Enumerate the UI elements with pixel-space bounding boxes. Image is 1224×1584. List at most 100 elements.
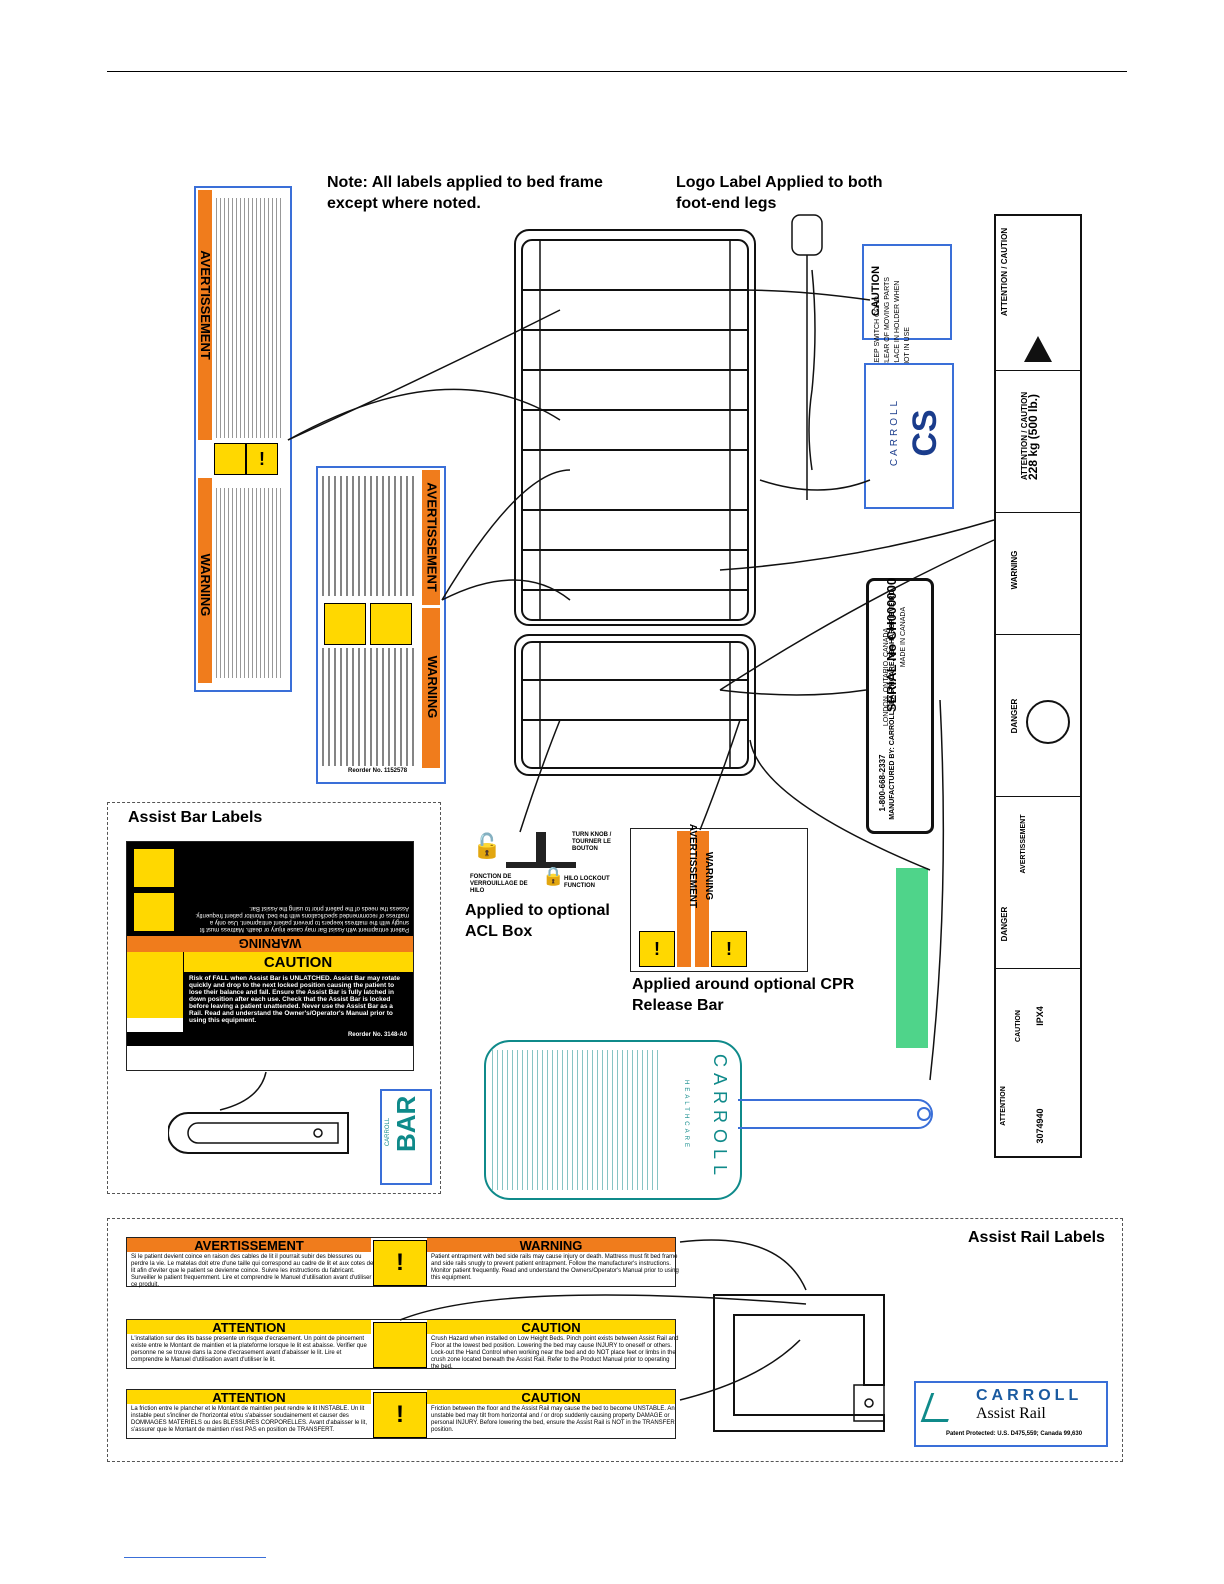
serial-label: MANUFACTURED BY: CARROLL HEALTHCARE, 994…: [866, 578, 934, 834]
rail-label-2-fr-title: ATTENTION: [127, 1320, 371, 1335]
footer-link-underline: [124, 1557, 266, 1558]
assist-bar-warning-title: WARNING: [127, 936, 413, 952]
assist-bar-warning-label: Patient entrapment with Assist Bar may c…: [126, 841, 414, 1071]
acl-function-fr: FONCTION DE VERROUILLAGE DE HILO: [470, 874, 528, 894]
fire-hazard-icon: [1026, 700, 1070, 744]
strip-danger2: DANGER AVERTISSEMENT: [996, 798, 1080, 969]
warning-triangle-icon: [1024, 336, 1052, 362]
strip-electrical: ATTENTION CAUTION IPX4 3074940: [996, 970, 1080, 1154]
rail-label-2-fr-text: L'installation sur des lits basse presen…: [131, 1336, 367, 1363]
rail-label-1-en-title: WARNING: [427, 1238, 675, 1253]
strip-warning-title: WARNING: [1010, 550, 1019, 590]
assist-bar-caution-title: CAUTION: [183, 952, 413, 972]
acl-turn: TURN KNOB / TOURNER LE BOUTON: [572, 832, 612, 852]
cpr-label-en-strip: [695, 831, 709, 967]
assist-bar-title: Assist Bar Labels: [128, 809, 263, 826]
rail-label-3-fr-text: La friction entre le plancher et le Mont…: [131, 1406, 368, 1433]
strip-number: 3074940: [1035, 1108, 1045, 1144]
assist-rail-section: Assist Rail Labels AVERTISSEMENT Si le p…: [107, 1218, 1123, 1462]
mid-label-en-title: WARNING: [425, 655, 440, 719]
assist-bar-section: Assist Bar Labels Patient entrapment wit…: [107, 802, 441, 1194]
rail-label-2-en-title: CAUTION: [427, 1320, 675, 1335]
strip-danger1-title: DANGER: [1010, 698, 1019, 734]
strip-avert-title: AVERTISSEMENT: [1020, 814, 1027, 874]
left-label-en-text: [216, 488, 282, 678]
rail-label-1-exclamation-icon: !: [373, 1240, 427, 1286]
cpr-en-title: WARNING: [703, 851, 714, 901]
left-label-en-strip: [198, 478, 212, 683]
left-vertical-warning-label: AVERTISSEMENT WARNING !: [194, 186, 292, 692]
mid-label-fr-text: [322, 476, 418, 596]
left-label-fr-strip: [198, 190, 212, 440]
serial-made-in: MADE IN CANADA: [900, 606, 907, 668]
note-logo-label: Logo Label Applied to both foot-end legs: [676, 174, 883, 212]
cpr-exclamation-fr-icon: !: [639, 931, 675, 967]
rail-label-3-en-title: CAUTION: [427, 1390, 675, 1405]
assist-bar-drawing: [168, 1112, 349, 1154]
acl-label: 🔓 TURN KNOB / TOURNER LE BOUTON FONCTION…: [466, 832, 618, 894]
strip-caution1-title: ATTENTION / CAUTION: [1000, 227, 1009, 317]
mid-label-fr-title: AVERTISSEMENT: [424, 482, 440, 592]
mid-label-reorder: Reorder No. 1152578: [348, 768, 408, 774]
hang-tag-brand: CARROLL: [710, 1054, 730, 1182]
assist-bar-icons-bg: [127, 842, 183, 936]
caution-cord-label: CAUTION KEEP SWITCH CORD CLEAR OF MOVING…: [862, 244, 952, 367]
rail-logo-brand: CARROLL: [976, 1387, 1083, 1404]
rail-logo-product: Assist Rail: [976, 1405, 1046, 1422]
rail-label-3: ATTENTION La friction entre le plancher …: [126, 1389, 676, 1439]
hang-tag-text: [492, 1050, 660, 1190]
left-label-en-title: WARNING: [198, 553, 213, 617]
knob-icon: [536, 832, 546, 862]
strip-weight: ATTENTION / CAUTION 228 kg (500 lb.): [996, 372, 1080, 513]
assist-bar-caution-text: Risk of FALL when Assist Bar is UNLATCHE…: [183, 972, 413, 1032]
strip-weight-value: 228 kg (500 lb.): [1026, 393, 1040, 481]
assist-bar-fall-icon: [127, 952, 184, 1018]
assist-rail-title: Assist Rail Labels: [968, 1229, 1105, 1246]
knob-bar: [506, 862, 576, 868]
cpr-fr-title: AVERTISSEMENT: [687, 823, 698, 909]
serial-number: SERIAL No CH000000: [884, 577, 899, 713]
cs-logo-mark: CS: [906, 409, 944, 457]
mid-label-en-strip: [422, 608, 440, 768]
mid-label-fr-strip: [422, 470, 440, 605]
cpr-exclamation-en-icon: !: [711, 931, 747, 967]
strip-danger1: DANGER: [996, 636, 1080, 797]
mid-vertical-warning-label: AVERTISSEMENT WARNING Reorder No. 115257…: [316, 466, 446, 784]
left-label-fr-text: [216, 198, 282, 438]
pinch-hazard-icon: [370, 603, 412, 645]
rail-label-2-en-text: Crush Hazard when installed on Low Heigh…: [431, 1336, 679, 1370]
carroll-assist-rail-logo: CARROLL Assist Rail Patent Protected: U.…: [914, 1381, 1108, 1447]
assist-rail-drawing: [713, 1294, 885, 1432]
strip-caution2-title: CAUTION: [1015, 1010, 1022, 1042]
caution-cord-text: KEEP SWITCH CORD CLEAR OF MOVING PARTS P…: [874, 277, 911, 367]
strip-ipx4: IPX4: [1035, 1006, 1045, 1026]
left-label-fr-title: AVERTISSEMENT: [198, 250, 213, 360]
hang-tag-sub: HEALTHCARE: [683, 1080, 689, 1150]
bar-logo-mark: BAR: [391, 1095, 421, 1152]
strip-attention-title: ATTENTION: [1000, 1086, 1007, 1126]
carroll-cs-logo: CARROLL CS: [864, 363, 954, 509]
top-rule: [107, 71, 1127, 72]
exclamation-icon: !: [246, 443, 278, 475]
assist-bar-reorder: Reorder No. 3148-A0: [127, 1032, 413, 1046]
carroll-bar-logo: CARROLL BAR: [380, 1089, 432, 1185]
cs-logo-brand: CARROLL: [889, 397, 900, 467]
unlock-icon: 🔓: [472, 833, 502, 860]
cpr-label-fr-strip: [677, 831, 691, 967]
serial-phone: 1-800-668-2337: [878, 754, 887, 812]
acl-lockout: HILO LOCKOUT FUNCTION: [564, 876, 610, 889]
crush-hazard-icon: [324, 603, 366, 645]
rail-label-2-crush-icon: [373, 1322, 427, 1368]
strip-caution-temp: ATTENTION / CAUTION: [996, 216, 1080, 371]
rail-logo-patent: Patent Protected: U.S. D475,559; Canada …: [945, 1431, 1083, 1437]
rail-label-1-en-text: Patient entrapment with bed side rails m…: [431, 1254, 679, 1281]
rail-label-1: AVERTISSEMENT Si le patient devient coin…: [126, 1237, 679, 1288]
strip-warning: WARNING: [996, 514, 1080, 635]
slip-hazard-icon: [214, 443, 246, 475]
pendant-hang-tag: CARROLL HEALTHCARE: [484, 1040, 742, 1200]
caption-acl: Applied to optional ACL Box: [465, 902, 610, 940]
caption-cpr: Applied around optional CPR Release Bar: [632, 976, 855, 1014]
lock-icon: 🔒: [542, 866, 565, 886]
assist-bar-info-icon: [133, 892, 175, 932]
rail-label-1-fr-title: AVERTISSEMENT: [127, 1238, 371, 1253]
